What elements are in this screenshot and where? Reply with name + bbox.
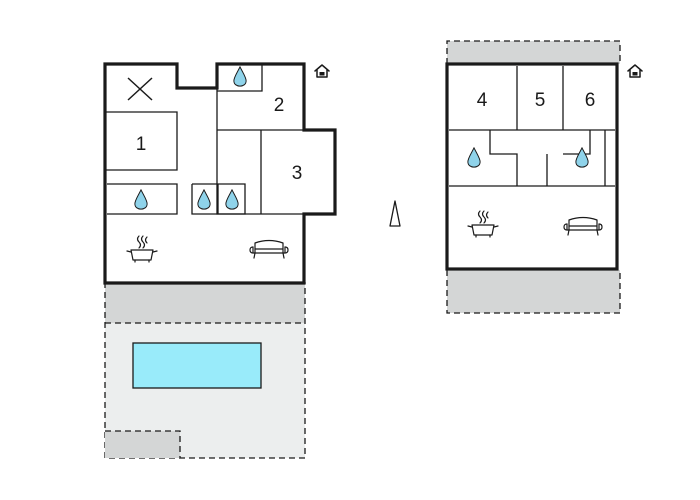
room-3-label: 3 — [292, 163, 303, 184]
room-1-label: 1 — [136, 134, 147, 155]
kitchen-icon — [467, 210, 499, 238]
bathroom-icon — [467, 147, 481, 168]
entrance-icon — [627, 64, 643, 78]
room-2-label: 2 — [274, 95, 285, 116]
terrace — [447, 270, 620, 313]
sofa-icon — [563, 216, 603, 236]
room-6-label: 6 — [585, 90, 596, 111]
bathroom-icon — [225, 189, 239, 210]
room-4-label: 4 — [477, 90, 488, 111]
entrance-icon — [314, 64, 330, 78]
pool — [132, 342, 262, 389]
roof-terrace — [447, 41, 620, 64]
north-arrow-icon — [389, 200, 401, 227]
bathroom-icon — [197, 189, 211, 210]
ground-floor-plan: 1 2 3 — [103, 62, 337, 459]
sofa-icon — [249, 239, 289, 259]
room-5-label: 5 — [535, 90, 546, 111]
kitchen-icon — [126, 235, 158, 263]
stairs-icon — [127, 77, 153, 101]
terrace — [105, 282, 305, 323]
bathroom-icon — [233, 66, 247, 87]
bathroom-icon — [575, 147, 589, 168]
upper-floor-plan: 4 5 6 — [445, 40, 643, 314]
small-terrace — [105, 431, 180, 458]
bathroom-icon — [134, 189, 148, 210]
upper-floor-outline — [445, 62, 619, 271]
